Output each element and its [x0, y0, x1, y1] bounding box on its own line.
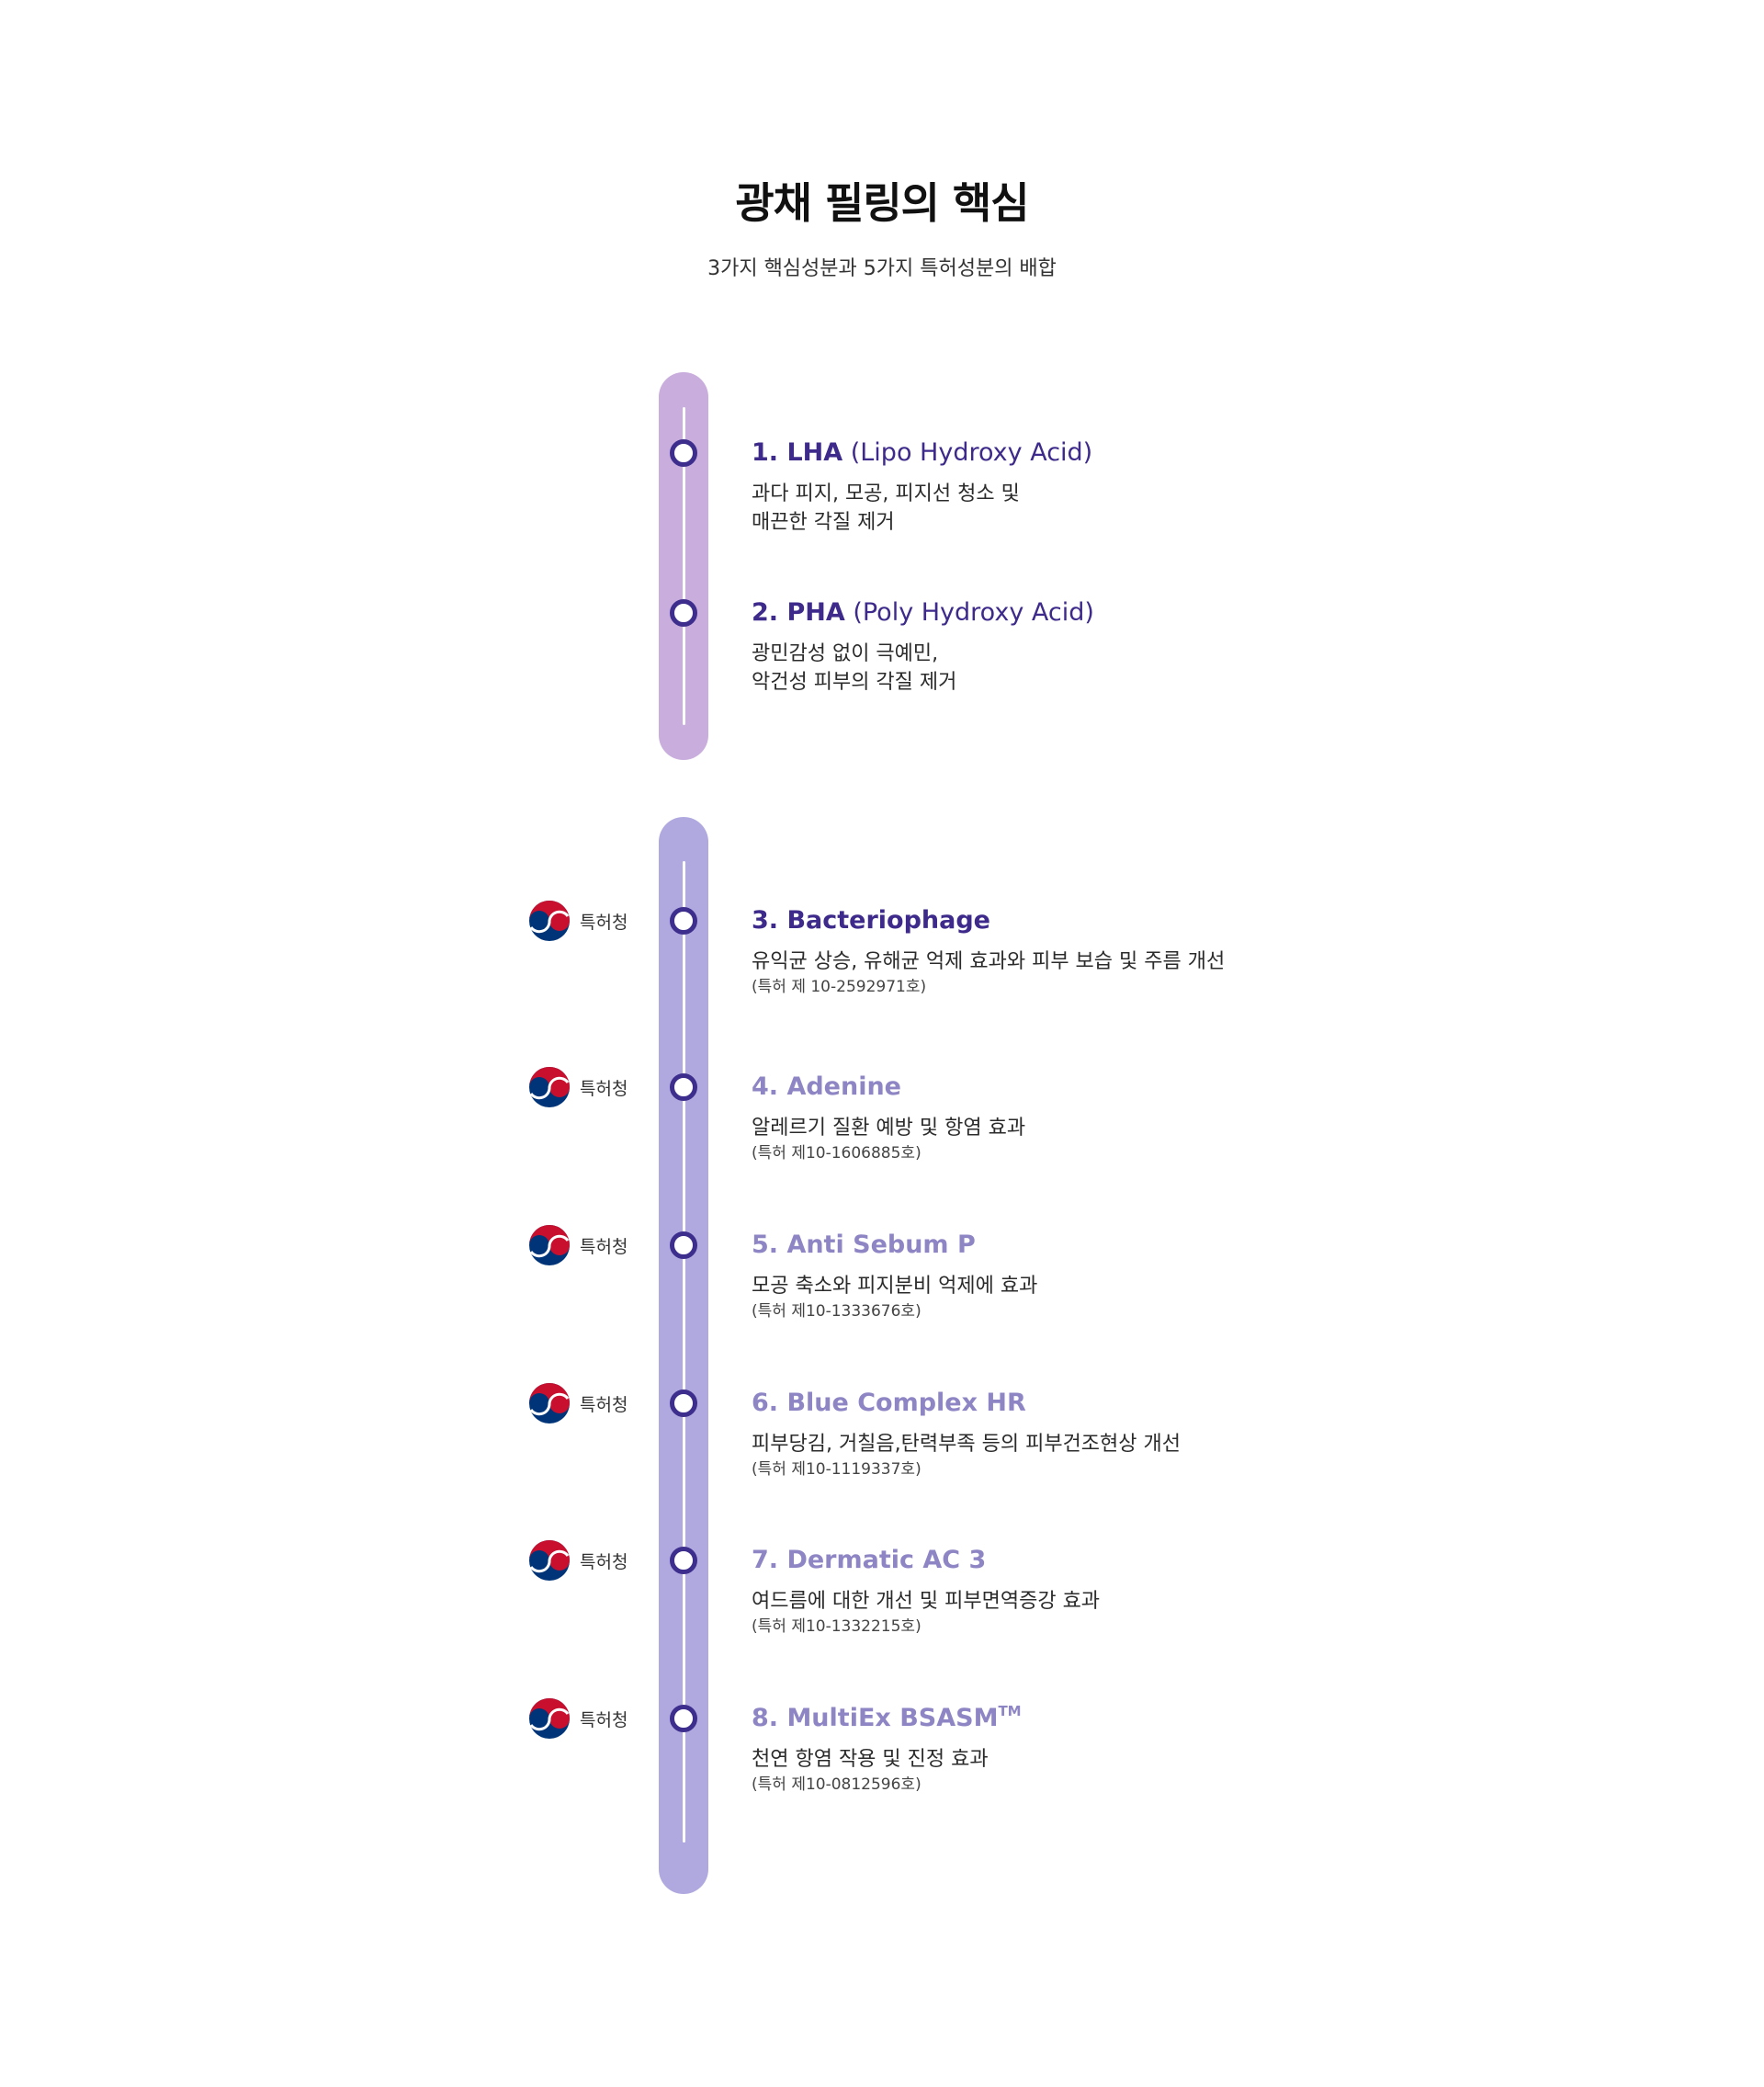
patent-office-label: 특허청 — [580, 1394, 628, 1415]
ingredient-name: 6. Blue Complex HR — [752, 1389, 1026, 1417]
timeline-dot — [670, 439, 697, 467]
ingredient-description: 과다 피지, 모공, 피지선 청소 및 매끈한 각질 제거 — [752, 482, 1020, 534]
patent-number: (특허 제10-0812596호) — [752, 1775, 922, 1794]
ingredient-item-adenine: 4. Adenine 알레르기 질환 예방 및 항염 효과 (특허 제10-16… — [752, 1072, 1395, 1164]
ingredient-name-suffix: (Lipo Hydroxy Acid) — [842, 438, 1093, 467]
patent-number: (특허 제10-1606885호) — [752, 1144, 922, 1163]
timeline-dot — [670, 1073, 697, 1101]
patent-number: (특허 제10-1333676호) — [752, 1302, 922, 1321]
timeline-dot — [670, 599, 697, 627]
ingredient-item-lha: 1. LHA (Lipo Hydroxy Acid) 과다 피지, 모공, 피지… — [752, 437, 1395, 537]
taegeuk-icon — [529, 1698, 570, 1739]
ingredient-title: 5. Anti Sebum P — [752, 1230, 1395, 1261]
patent-office-label: 특허청 — [580, 1551, 628, 1572]
timeline-line — [682, 407, 685, 725]
patent-office-badge: 특허청 — [528, 900, 628, 942]
ingredient-title: 7. Dermatic AC 3 — [752, 1545, 1395, 1576]
ingredient-name-suffix: (Poly Hydroxy Acid) — [844, 598, 1094, 627]
taegeuk-icon — [529, 1383, 570, 1423]
patent-office-label: 특허청 — [580, 1709, 628, 1730]
timeline-dot — [670, 1231, 697, 1259]
ingredient-title: 8. MultiEx BSASMTM — [752, 1703, 1395, 1734]
ingredient-item-dermatic-ac3: 7. Dermatic AC 3 여드름에 대한 개선 및 피부면역증강 효과 … — [752, 1545, 1395, 1638]
patent-number: (특허 제 10-2592971호) — [752, 978, 927, 996]
patent-office-label: 특허청 — [580, 1236, 628, 1257]
taegeuk-icon — [529, 1540, 570, 1581]
patent-office-label: 특허청 — [580, 912, 628, 933]
section-title: 광채 필링의 핵심 — [735, 178, 1029, 228]
ingredient-name: 7. Dermatic AC 3 — [752, 1546, 987, 1574]
timeline-line — [682, 861, 685, 1843]
ingredient-item-blue-complex-hr: 6. Blue Complex HR 피부당김, 거칠음,탄력부족 등의 피부건… — [752, 1388, 1395, 1480]
ingredient-item-bacteriophage: 3. Bacteriophage 유익균 상승, 유해균 억제 효과와 피부 보… — [752, 905, 1395, 998]
ingredient-title: 4. Adenine — [752, 1072, 1395, 1103]
taegeuk-icon — [529, 1225, 570, 1265]
ingredient-item-multiex-bsasm: 8. MultiEx BSASMTM 천연 항염 작용 및 진정 효과 (특허 … — [752, 1703, 1395, 1796]
ingredient-title: 3. Bacteriophage — [752, 905, 1395, 936]
trademark-mark: TM — [998, 1703, 1022, 1719]
patent-office-badge: 특허청 — [528, 1066, 628, 1108]
timeline-dot — [670, 1389, 697, 1417]
ingredient-title: 2. PHA (Poly Hydroxy Acid) — [752, 597, 1395, 629]
ingredient-name: 5. Anti Sebum P — [752, 1231, 976, 1259]
ingredient-title: 1. LHA (Lipo Hydroxy Acid) — [752, 437, 1395, 469]
patent-number: (특허 제10-1119337호) — [752, 1460, 922, 1479]
ingredient-description: 알레르기 질환 예방 및 항염 효과 — [752, 1117, 1026, 1140]
ingredient-description: 천연 항염 작용 및 진정 효과 — [752, 1748, 989, 1771]
ingredient-item-pha: 2. PHA (Poly Hydroxy Acid) 광민감성 없이 극예민, … — [752, 597, 1395, 697]
ingredient-item-anti-sebum-p: 5. Anti Sebum P 모공 축소와 피지분비 억제에 효과 (특허 제… — [752, 1230, 1395, 1322]
patent-office-label: 특허청 — [580, 1078, 628, 1099]
patent-number: (특허 제10-1332215호) — [752, 1617, 922, 1636]
ingredient-name: 2. PHA — [752, 598, 845, 627]
ingredient-description: 유익균 상승, 유해균 억제 효과와 피부 보습 및 주름 개선 — [752, 950, 1226, 973]
ingredient-description: 모공 축소와 피지분비 억제에 효과 — [752, 1275, 1038, 1298]
ingredient-name: 1. LHA — [752, 438, 843, 467]
ingredient-name: 4. Adenine — [752, 1072, 901, 1101]
patent-office-badge: 특허청 — [528, 1382, 628, 1424]
ingredient-description: 피부당김, 거칠음,탄력부족 등의 피부건조현상 개선 — [752, 1433, 1182, 1456]
timeline-dot — [670, 1705, 697, 1732]
ingredient-description: 광민감성 없이 극예민, 악건성 피부의 각질 제거 — [752, 642, 957, 694]
section-subtitle: 3가지 핵심성분과 5가지 특허성분의 배합 — [707, 257, 1057, 280]
ingredient-title: 6. Blue Complex HR — [752, 1388, 1395, 1419]
section-header: 광채 필링의 핵심 3가지 핵심성분과 5가지 특허성분의 배합 — [0, 175, 1764, 283]
patent-office-badge: 특허청 — [528, 1224, 628, 1266]
patent-office-badge: 특허청 — [528, 1697, 628, 1740]
ingredient-name: 8. MultiEx BSASM — [752, 1704, 999, 1732]
ingredient-name: 3. Bacteriophage — [752, 906, 990, 935]
taegeuk-icon — [529, 901, 570, 941]
timeline-dot — [670, 1547, 697, 1574]
patent-office-badge: 특허청 — [528, 1539, 628, 1582]
timeline-bar-core-ingredients — [659, 372, 708, 760]
taegeuk-icon — [529, 1067, 570, 1107]
ingredient-description: 여드름에 대한 개선 및 피부면역증강 효과 — [752, 1590, 1101, 1613]
timeline-dot — [670, 907, 697, 935]
timeline-bar-patented-ingredients — [659, 817, 708, 1894]
